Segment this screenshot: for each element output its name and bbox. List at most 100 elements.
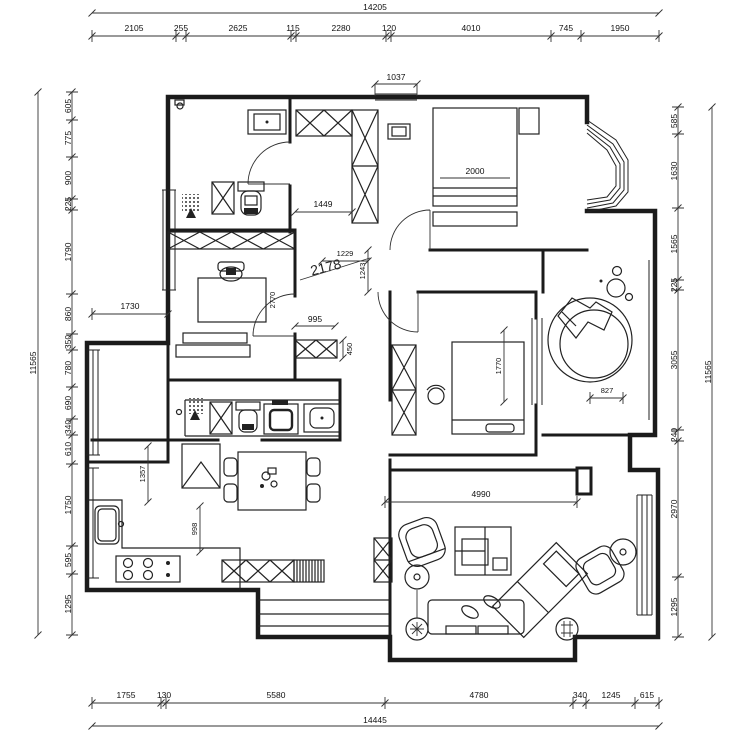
hall-table-icon	[387, 123, 411, 140]
dim-left-3: 225	[63, 197, 73, 211]
hall-dims: 2178 1229 1243	[299, 246, 372, 296]
dimension-left: 11565 605 775 900 225 1790 860 350 780 6…	[28, 88, 78, 639]
dim-bottom-1: 130	[157, 690, 171, 700]
master-bed-icon	[432, 107, 540, 227]
bed2-icon	[451, 341, 525, 435]
dim-left-7: 780	[63, 361, 73, 375]
dim-bottom-5: 1245	[602, 690, 621, 700]
toilet-icon	[237, 181, 265, 216]
dining-table-icon	[223, 451, 321, 511]
dim-right-1: 1630	[669, 161, 679, 180]
door-swings	[247, 141, 431, 337]
wardrobe-icon	[391, 344, 417, 436]
svg-text:827: 827	[601, 386, 614, 395]
shower-icon	[182, 194, 200, 212]
dim-note-large: 2178	[309, 255, 343, 278]
dim-bottom-2: 5580	[267, 690, 286, 700]
dim-cabinet-depth: 450	[345, 343, 354, 356]
living-room: 4990	[373, 489, 637, 641]
kitchen: 1357 998	[87, 442, 241, 590]
toilet-top-icon	[599, 265, 634, 302]
washbasin-icon	[303, 403, 341, 433]
dim-left-2: 900	[63, 171, 73, 185]
dim-left-1: 775	[63, 131, 73, 145]
dim-right-2: 1565	[669, 234, 679, 253]
kitchen-sink-icon	[94, 505, 125, 545]
dim-right-4: 3055	[669, 350, 679, 369]
dim-cabinet-width: 995	[308, 314, 322, 324]
dim-kitchen-depth: 1357	[138, 442, 152, 506]
cabinet-x-icon	[211, 181, 235, 215]
dim-top-total: 14205	[363, 2, 387, 12]
dim-top-7: 745	[559, 23, 573, 33]
svg-text:998: 998	[190, 523, 199, 536]
dim-top-4: 2280	[332, 23, 351, 33]
dim-left-6: 350	[63, 335, 73, 349]
dim-left-5: 860	[63, 307, 73, 321]
dim-right-7: 1295	[669, 597, 679, 616]
svg-text:1037: 1037	[387, 72, 406, 82]
stove-icon	[115, 555, 181, 583]
dim-top-3: 115	[286, 23, 300, 33]
dim-top-1: 255	[174, 23, 188, 33]
dim-left-10: 610	[63, 442, 73, 456]
dim-balcony-offset: 1730	[88, 301, 172, 320]
stool-icon	[426, 384, 446, 405]
study-desk-icon	[197, 261, 267, 323]
svg-text:4990: 4990	[472, 489, 491, 499]
wall-cabinet-icon	[247, 109, 287, 135]
dim-left-0: 605	[63, 99, 73, 113]
dim-left-13: 1295	[63, 594, 73, 613]
dim-bottom-6: 615	[640, 690, 654, 700]
dim-hall-b: 1243	[358, 263, 367, 280]
chaise-icon	[491, 541, 589, 639]
master-bath: 827	[547, 265, 634, 404]
dim-left-total: 11565	[28, 351, 38, 374]
dim-kitchen-pass: 998	[190, 502, 204, 556]
cloakroom-fixtures	[174, 99, 287, 218]
dim-tub-offset: 827	[586, 386, 627, 404]
floor-symbol-icon	[555, 617, 579, 641]
bathroom2-fixtures	[175, 398, 341, 437]
toilet-icon	[235, 401, 261, 433]
cabinet-x-icon	[373, 537, 393, 583]
dim-left-4: 1790	[63, 242, 73, 261]
dimension-right: 585 1630 1565 225 3055 240 2970 1295 115…	[669, 103, 716, 641]
dim-top-8: 1950	[611, 23, 630, 33]
refrigerator-icon	[181, 443, 221, 489]
counter-icon	[87, 499, 241, 590]
dim-bottom-3: 4780	[470, 690, 489, 700]
side-table-icon	[404, 564, 430, 590]
dim-living-width: 4990	[381, 489, 581, 508]
dim-top-6: 4010	[462, 23, 481, 33]
dimension-bottom: 1755 130 5580 4780 340 1245 615 14445	[88, 690, 663, 730]
side-table-icon	[609, 538, 637, 566]
svg-text:1357: 1357	[138, 466, 147, 483]
cabinet-x-icon	[209, 401, 233, 435]
dim-top-0: 2105	[125, 23, 144, 33]
round-bathtub-icon	[547, 297, 633, 383]
svg-text:1770: 1770	[494, 358, 503, 375]
dim-bed-width: 2000	[466, 166, 485, 176]
dim-study-depth: 2770	[268, 292, 277, 309]
dim-right-0: 585	[669, 114, 679, 128]
dim-right-3: 225	[669, 278, 679, 292]
dim-closet-opening: 1037	[371, 72, 421, 96]
dim-right-5: 240	[669, 428, 679, 442]
study-bench-icon	[175, 332, 251, 358]
dim-left-11: 1750	[63, 495, 73, 514]
dim-hall-a: 1229	[337, 249, 354, 258]
wardrobe-row-icon	[167, 231, 296, 250]
dimension-top: 14205 2105 255 2625 115 2280 120 4010 74…	[88, 2, 663, 42]
coffee-table-icon	[454, 526, 512, 576]
dim-left-9: 340	[63, 420, 73, 434]
bay-window	[586, 119, 629, 213]
svg-text:1449: 1449	[314, 199, 333, 209]
dim-bottom-total: 14445	[363, 715, 387, 725]
sofa-icon	[427, 595, 525, 635]
entry-steps-icon	[258, 599, 390, 627]
bedroom2: 1770	[391, 326, 525, 436]
corner-fixture-icon	[176, 102, 184, 110]
dim-right-6: 2970	[669, 499, 679, 518]
